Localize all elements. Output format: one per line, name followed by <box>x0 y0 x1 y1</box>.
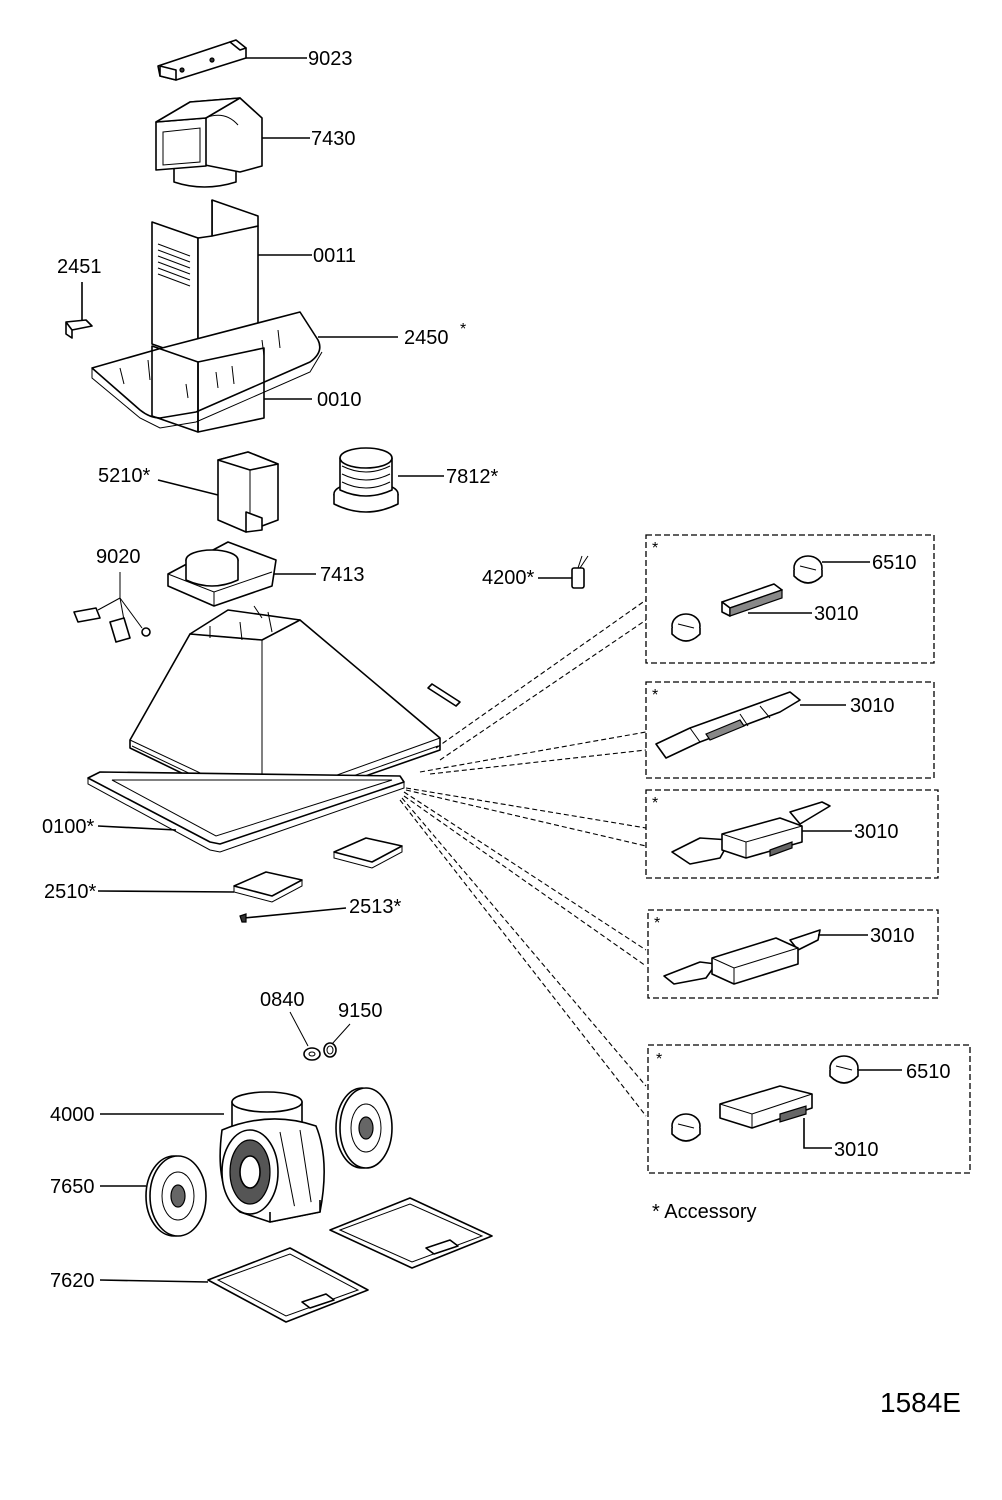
part-2450-glass-panel <box>91 311 323 429</box>
part-3010-switch <box>721 583 783 617</box>
control-box-3: * 3010 <box>645 789 939 879</box>
label-2510: 2510* <box>44 881 96 903</box>
label-0100: 0100* <box>42 816 94 838</box>
box4-label-3010: 3010 <box>870 925 915 947</box>
box1-star: * <box>652 540 658 557</box>
part-2513-screw <box>239 913 247 923</box>
label-7620: 7620 <box>50 1270 95 1292</box>
label-0011: 0011 <box>313 245 356 267</box>
label-7650: 7650 <box>50 1176 95 1198</box>
label-7430: 7430 <box>311 128 356 150</box>
label-9020: 9020 <box>96 546 141 568</box>
control-leader-lines <box>399 599 647 1117</box>
part-9150-washer <box>323 1042 337 1058</box>
part-4000-motor <box>219 1091 325 1223</box>
box5-label-6510: 6510 <box>906 1061 951 1083</box>
box2-label-3010: 3010 <box>850 695 895 717</box>
box5-star: * <box>656 1051 662 1068</box>
label-0010: 0010 <box>317 389 362 411</box>
label-4000: 4000 <box>50 1104 95 1126</box>
control-box-1: * 6510 3010 <box>645 534 935 664</box>
part-6510-knob-2 <box>829 1055 859 1084</box>
label-9150: 9150 <box>338 1000 383 1022</box>
label-2450-star: * <box>460 321 466 338</box>
part-7430-adaptor <box>155 97 263 188</box>
box3-label-3010: 3010 <box>854 821 899 843</box>
label-7812: 7812* <box>446 466 498 488</box>
part-light-cover <box>333 837 403 869</box>
part-3010-electronic-module <box>671 801 831 865</box>
box1-label-3010: 3010 <box>814 603 859 625</box>
box2-star: * <box>652 687 658 704</box>
part-wire-clip <box>427 683 461 707</box>
label-9023: 9023 <box>308 48 353 70</box>
control-box-5: * 6510 3010 <box>647 1044 971 1174</box>
label-0840: 0840 <box>260 989 305 1011</box>
part-3010-electronic-module-2 <box>663 929 821 985</box>
part-7413-mounting-plate <box>167 541 277 607</box>
label-2451: 2451 <box>57 256 102 278</box>
part-2451-clip <box>65 319 93 339</box>
part-hood-body <box>129 605 441 813</box>
part-knob-3 <box>671 1113 701 1142</box>
part-5210-deflector <box>217 451 279 533</box>
part-7812-flange <box>333 447 399 513</box>
control-box-4: * 3010 <box>647 909 939 999</box>
part-9020-fixing-kit <box>73 607 151 643</box>
part-7620-grease-filter-2 <box>329 1197 493 1269</box>
part-7650-carbon-filter-right <box>335 1087 393 1169</box>
label-2513: 2513* <box>349 896 401 918</box>
part-6510-knob <box>793 555 823 584</box>
label-5210: 5210* <box>98 465 150 487</box>
label-2450: 2450 <box>404 327 449 349</box>
part-2510-light-cover <box>233 871 303 903</box>
part-4200-capacitor <box>571 555 589 589</box>
accessory-note: * Accessory <box>652 1201 756 1223</box>
part-7650-carbon-filter-left <box>145 1155 207 1237</box>
part-9023-bracket <box>157 39 247 81</box>
part-0100-frame <box>87 771 405 853</box>
part-0010-lower-chimney <box>151 345 265 433</box>
control-box-2: * 3010 <box>645 681 935 779</box>
label-4200: 4200* <box>482 567 534 589</box>
part-7620-grease-filter <box>207 1247 369 1323</box>
part-0840-nut <box>303 1047 321 1061</box>
box3-star: * <box>652 795 658 812</box>
label-7413: 7413 <box>320 564 365 586</box>
box4-star: * <box>654 915 660 932</box>
part-knob-2 <box>671 613 701 642</box>
drawing-code: 1584E <box>880 1387 961 1418</box>
box5-label-3010: 3010 <box>834 1139 879 1161</box>
part-3010-module-3 <box>719 1085 813 1129</box>
part-3010-switch-bar <box>655 691 801 759</box>
box1-label-6510: 6510 <box>872 552 917 574</box>
